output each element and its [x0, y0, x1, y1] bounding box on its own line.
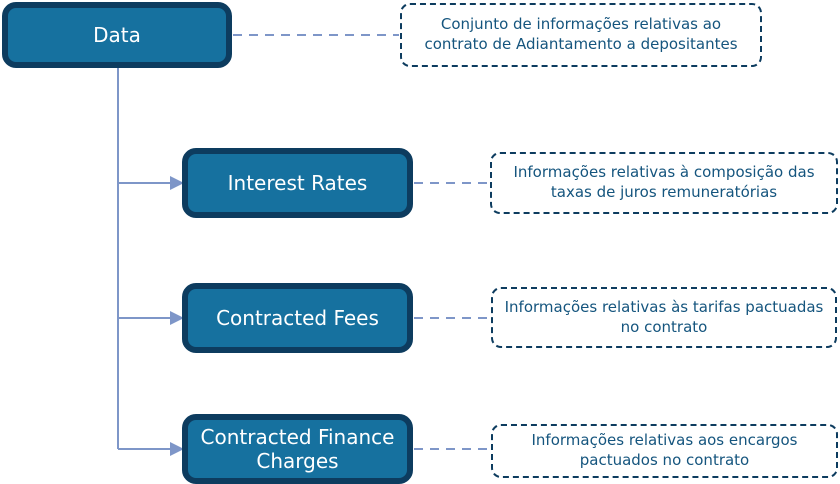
- note-connectors: [233, 34, 490, 450]
- node-contracted-finance-charges: Contracted Finance Charges: [182, 414, 413, 484]
- note-text: Informações relativas à composição das t…: [513, 163, 815, 201]
- node-label: Data: [93, 23, 141, 47]
- note-data: Conjunto de informações relativas ao con…: [400, 3, 762, 67]
- note-interest-rates: Informações relativas à composição das t…: [490, 152, 838, 214]
- node-label: Contracted Finance Charges: [200, 425, 395, 473]
- note-contracted-fees: Informações relativas às tarifas pactuad…: [491, 287, 837, 348]
- node-interest-rates: Interest Rates: [182, 148, 413, 218]
- node-label: Contracted Fees: [216, 306, 379, 330]
- note-text: Informações relativas às tarifas pactuad…: [504, 297, 824, 336]
- node-label: Interest Rates: [227, 171, 368, 195]
- node-contracted-fees: Contracted Fees: [182, 283, 413, 353]
- node-data: Data: [2, 2, 232, 68]
- note-contracted-finance-charges: Informações relativas aos encargos pactu…: [491, 424, 838, 478]
- tree-connector: [117, 68, 184, 456]
- note-text: Conjunto de informações relativas ao con…: [424, 15, 738, 53]
- note-text: Informações relativas aos encargos pactu…: [531, 431, 798, 469]
